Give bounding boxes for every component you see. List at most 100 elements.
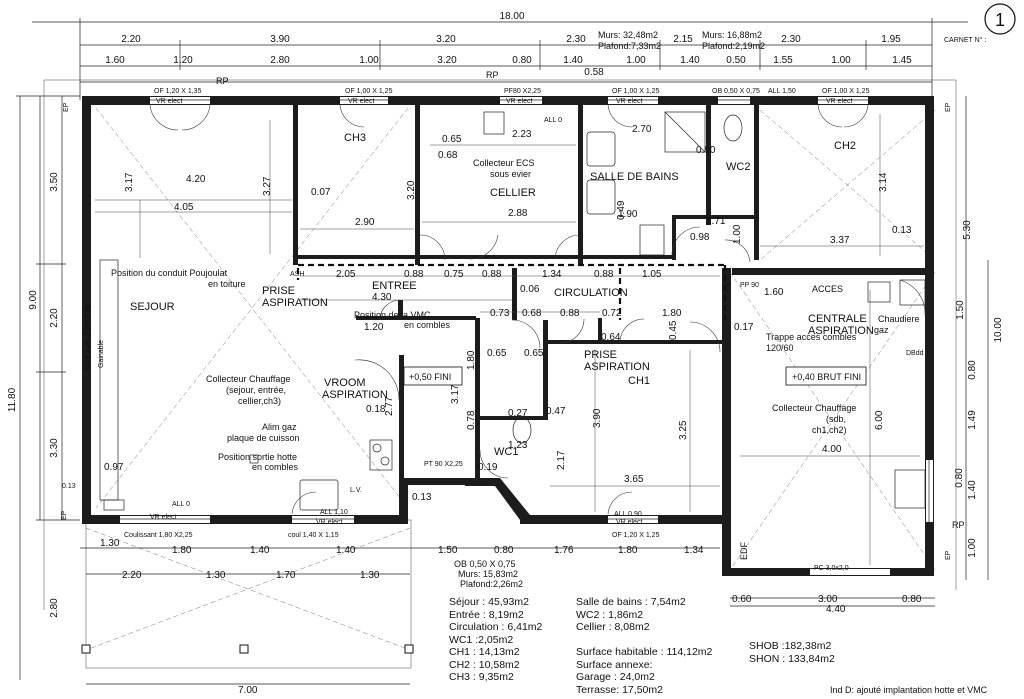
right-dim-g: 1.00 — [967, 538, 978, 558]
window-label: VR elect — [316, 519, 343, 526]
note-chaudiere-1: Chaudiere — [878, 314, 920, 324]
top-dim: 3.20 — [436, 34, 456, 45]
window-label: ALL 1,50 — [768, 88, 796, 95]
garage-dim: 0.80 — [902, 594, 922, 605]
bottom-dim: 1.40 — [250, 545, 270, 556]
interior-dim: 0.45 — [668, 320, 679, 340]
note-prise-ch1-1: PRISE — [584, 349, 617, 361]
interior-dim: 0.65 — [442, 134, 462, 145]
interior-dim: 0.97 — [104, 462, 124, 473]
note-vmc-1: Position de la VMC — [354, 310, 431, 320]
bottom-dim: 0.80 — [494, 545, 514, 556]
top-dim: 2.30 — [781, 34, 801, 45]
interior-dim: 0.88 — [560, 308, 580, 319]
window-label: OB 0,50 X 0,75 — [712, 88, 760, 95]
top-dims-row2: 1.60 1.20 2.80 1.00 3.20 0.80 1.40 1.00 … — [105, 55, 912, 66]
interior-dim: 3.14 — [878, 172, 889, 192]
corridor-dashed-lines — [296, 263, 727, 320]
note-ep-br: EP — [945, 550, 952, 560]
interior-dim: 4.00 — [822, 444, 842, 455]
bottom-dim: 1.30 — [360, 570, 380, 581]
window-label: ALL 0 — [172, 501, 190, 508]
right-dim-b: 10.00 — [993, 317, 1004, 342]
interior-dim: 2.77 — [384, 396, 395, 416]
note-ppa: PP 90 — [740, 282, 759, 289]
note-hotte-2: en combles — [252, 462, 299, 472]
top-dim: 1.95 — [881, 34, 901, 45]
room-ch1: CH1 — [628, 375, 650, 387]
interior-dim: 0.49 — [616, 200, 627, 220]
murs-area-2: Murs: 16,88m2 — [702, 30, 762, 40]
interior-dim: 1.00 — [732, 224, 743, 244]
note-centrale-1: CENTRALE — [808, 313, 867, 325]
window-label: OF 1,00 X 1,25 — [612, 88, 660, 95]
interior-dim: 1.20 — [364, 322, 384, 333]
bottom-dim: 2.20 — [122, 570, 142, 581]
interior-dim: 0.27 — [508, 408, 528, 419]
top-dim: 1.40 — [680, 55, 700, 66]
surface-line: Terrasse: 17,50m2 — [576, 683, 663, 696]
note-prise-2: ASPIRATION — [262, 297, 328, 309]
interior-dim-lines — [95, 114, 924, 565]
left-small-dim: 0.13 — [62, 483, 76, 490]
sanitary-fixtures — [99, 111, 926, 511]
note-vmc-2: en combles — [404, 320, 451, 330]
interior-dim: 0.17 — [734, 322, 754, 333]
surface-line: WC2 : 1,86m2 — [576, 608, 644, 621]
bottom-dim: 1.30 — [100, 538, 120, 549]
note-collecteur-3: cellier,ch3) — [238, 396, 281, 406]
bottom-dims-row1: 1.30 1.80 1.40 1.40 1.50 0.80 1.76 1.80 … — [100, 538, 704, 556]
window-label: VR elect — [616, 98, 643, 105]
garage-dim: 3.00 — [818, 594, 838, 605]
top-dim: 2.20 — [121, 34, 141, 45]
window-openings — [120, 97, 933, 575]
interior-dim: 2.23 — [512, 129, 532, 140]
window-label: ALL 0 — [544, 117, 562, 124]
room-circulation: CIRCULATION — [554, 287, 628, 299]
note-chaudiere-2: gaz — [874, 325, 889, 335]
surface-line: WC1 :2,05m2 — [449, 633, 514, 646]
top-dim: 1.40 — [563, 55, 583, 66]
interior-dim: 1.60 — [764, 287, 784, 298]
interior-dim: 1.71 — [706, 216, 726, 227]
interior-dim: 0.18 — [366, 404, 386, 415]
note-rp-top-left: RP — [216, 76, 229, 86]
window-label: PF80 X2,25 — [504, 88, 541, 95]
note-ep-bl: EP — [61, 510, 68, 520]
left-mid-dim: 9.00 — [28, 290, 39, 310]
wc1-murs: Murs: 15,83m2 — [458, 569, 518, 579]
note-vroom-2: ASPIRATION — [322, 389, 388, 401]
top-dim-small: 0.58 — [584, 67, 604, 78]
wc1-plafond: Plafond:2,26m2 — [460, 579, 523, 589]
sheet-number: 1 — [995, 10, 1005, 30]
interior-dim: 2.70 — [632, 124, 652, 135]
top-dim: 2.15 — [673, 34, 693, 45]
interior-dim: 0.88 — [404, 269, 424, 280]
plafond-area-2: Plafond:2,19m2 — [702, 41, 765, 51]
note-collecteur-2: (sejour, entrée, — [226, 385, 286, 395]
room-sejour: SEJOUR — [130, 301, 175, 313]
interior-dim: 0.13 — [412, 492, 432, 503]
note-alim-2: plaque de cuisson — [227, 433, 300, 443]
window-label: OF 1,00 X 1,25 — [822, 88, 870, 95]
right-dim-e: 1.49 — [967, 410, 978, 430]
window-label: PC 3,0x2,0 — [814, 565, 849, 572]
interior-dim: 4.20 — [186, 174, 206, 185]
top-dims-row1: 2.20 3.90 3.20 2.30 2.15 2.30 1.95 — [121, 34, 901, 45]
right-dim-f: 1.40 — [967, 480, 978, 500]
room-cellier: CELLIER — [490, 187, 536, 199]
interior-dim: 0.64 — [601, 332, 621, 343]
interior-dim: 2.90 — [355, 217, 375, 228]
window-label: VR elect — [150, 514, 177, 521]
note-trappe-1: Trappe acces combles — [766, 332, 857, 342]
surface-line: CH2 : 10,58m2 — [449, 658, 520, 671]
note-ash: ASH — [290, 271, 304, 278]
wc1-window: OB 0,50 X 0,75 — [454, 559, 516, 569]
window-label: VR elect — [616, 519, 643, 526]
window-label: Coulissant 1,80 X2,25 — [124, 532, 193, 539]
note-gainable: Gainable — [98, 340, 105, 368]
interior-dim: 3.65 — [624, 474, 644, 485]
right-dim-h: 0.80 — [954, 468, 965, 488]
top-dim: 2.30 — [566, 34, 586, 45]
